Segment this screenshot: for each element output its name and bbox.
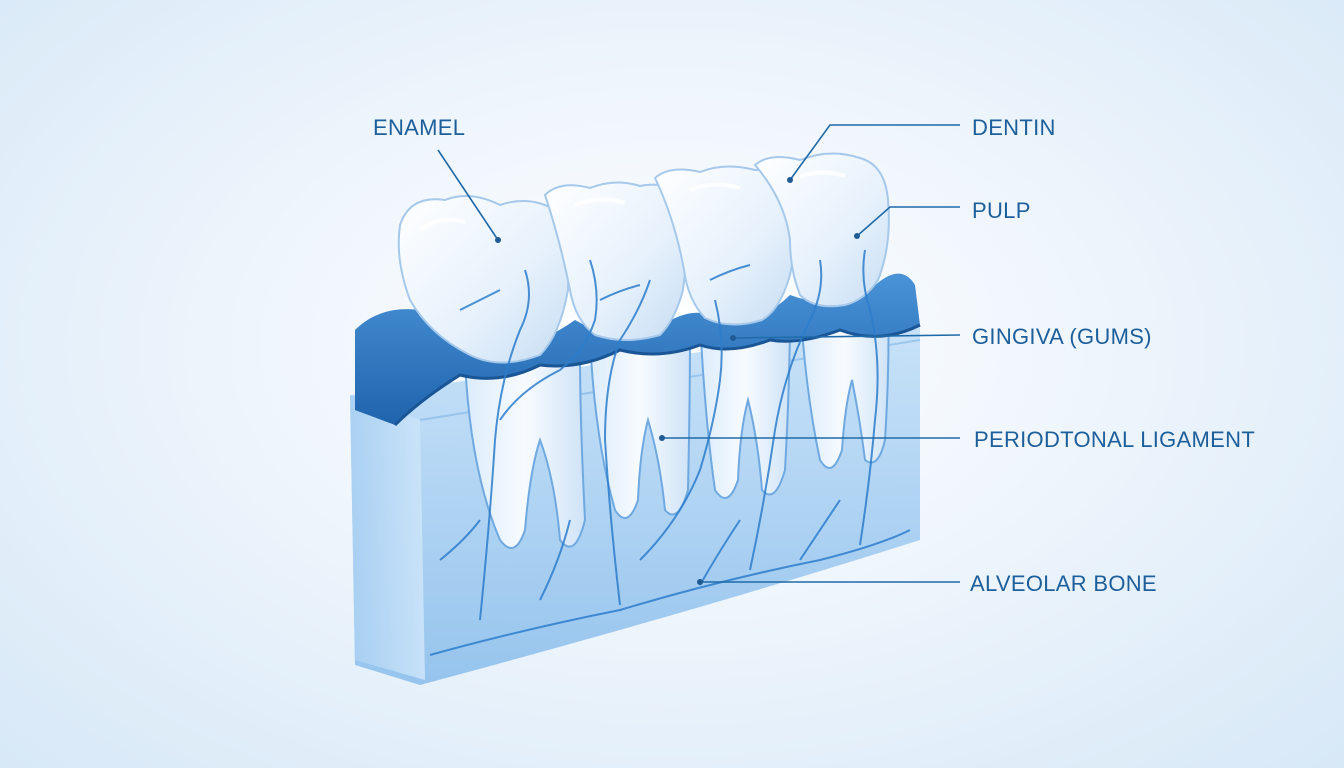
leader-dentin <box>789 124 960 181</box>
crown-highlights <box>418 170 846 232</box>
tooth-crowns <box>397 152 890 364</box>
leader-dots <box>495 177 860 585</box>
leader-pulp <box>856 206 960 237</box>
label-gingiva: GINGIVA (GUMS) <box>972 324 1152 349</box>
label-periodontal-ligament: PERIODTONAL LIGAMENT <box>974 427 1256 452</box>
label-pulp: PULP <box>972 198 1031 223</box>
gingiva-band <box>355 273 921 427</box>
leader-enamel <box>437 149 499 241</box>
label-dentin: DENTIN <box>972 115 1056 140</box>
leader-gingiva <box>732 334 961 339</box>
label-enamel: ENAMEL <box>373 115 466 140</box>
vessel-network <box>429 249 911 656</box>
label-alveolar-bone: ALVEOLAR BONE <box>970 571 1157 596</box>
leader-lines <box>437 124 961 583</box>
